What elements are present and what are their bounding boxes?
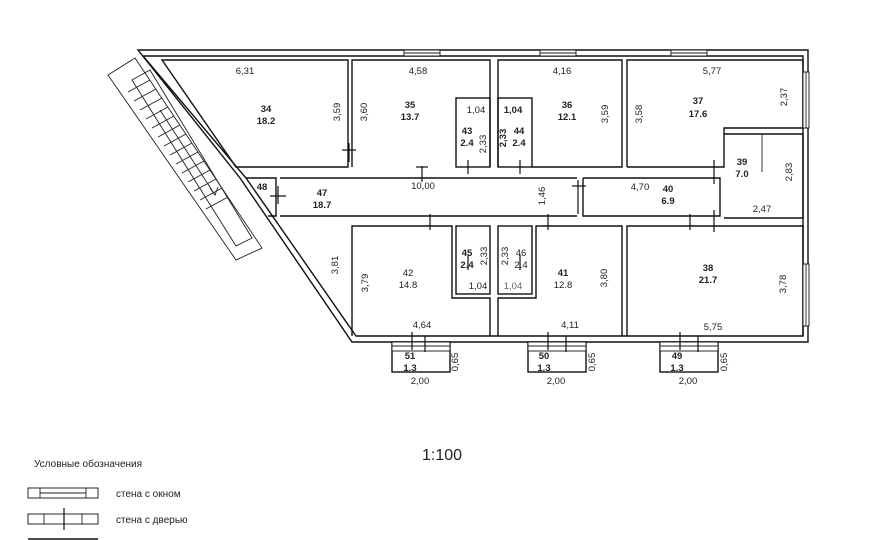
- room-48-walls: [246, 177, 277, 217]
- room-number: 39: [737, 157, 748, 168]
- room-42-walls: [351, 225, 491, 336]
- dimension: 3,58: [634, 105, 645, 124]
- dimension: 0,65: [450, 353, 461, 372]
- dimension: 2,00: [679, 376, 698, 387]
- legend-label-door: стена с дверью: [116, 515, 188, 526]
- dimension: 4,64: [413, 320, 432, 331]
- dimension: 6,31: [236, 66, 255, 77]
- room-area: 1.3: [670, 363, 683, 374]
- room-area: 6.9: [661, 196, 674, 207]
- dimension: 0,65: [719, 353, 730, 372]
- legend-door-symbol: [27, 508, 99, 530]
- room-number: 50: [539, 351, 550, 362]
- dimension: 4,11: [561, 320, 579, 331]
- room-number: 48: [257, 182, 268, 193]
- room-area: 18.2: [257, 116, 276, 127]
- room-number: 49: [672, 351, 683, 362]
- room-46-walls: [497, 225, 533, 295]
- room-area: 1.3: [537, 363, 550, 374]
- room-number: 45: [462, 248, 473, 259]
- room-area: 14.8: [399, 280, 418, 291]
- dimension: 3,80: [599, 269, 610, 288]
- room-area: 12.1: [558, 112, 577, 123]
- balconies: [391, 341, 719, 373]
- dimension: 2,33: [498, 129, 509, 148]
- room-area: 21.7: [699, 275, 718, 286]
- room-36-walls: [497, 59, 623, 168]
- dimension: 3,79: [360, 274, 371, 293]
- room-number: 51: [405, 351, 416, 362]
- room-number: 36: [562, 100, 573, 111]
- dimension: 1,04: [467, 105, 486, 116]
- legend-label-window: стена с окном: [116, 489, 181, 500]
- room-area: 13.7: [401, 112, 420, 123]
- room-number: 34: [261, 104, 272, 115]
- legend: Условные обозначения стена с окном стена…: [27, 458, 188, 540]
- room-area: 2.4: [514, 260, 527, 271]
- room-number: 41: [558, 268, 569, 279]
- room-number: 37: [693, 96, 704, 107]
- dimension: 3,59: [600, 105, 611, 124]
- room-area: 2.4: [460, 260, 474, 271]
- scale-label: 1:100: [422, 447, 462, 464]
- room-number: 47: [317, 188, 328, 199]
- room-area: 17.6: [689, 109, 708, 120]
- dimension: 2,33: [479, 247, 490, 266]
- dimension: 0,65: [587, 353, 598, 372]
- dimension: 4,70: [631, 182, 650, 193]
- dimension: 3,78: [778, 275, 789, 294]
- dimension: 1,04: [469, 281, 488, 292]
- room-39-walls: [724, 133, 804, 219]
- room-area: 12.8: [554, 280, 573, 291]
- dimension: 2,33: [478, 135, 489, 154]
- doors: [270, 143, 715, 352]
- dimension: 4,58: [409, 66, 428, 77]
- dimension: 1,04: [504, 281, 523, 292]
- room-number: 42: [403, 268, 414, 279]
- legend-window-symbol: [27, 487, 99, 499]
- dimension: 10,00: [411, 181, 435, 192]
- room-area: 2.4: [460, 138, 474, 149]
- windows: [403, 49, 810, 327]
- legend-title: Условные обозначения: [34, 458, 142, 470]
- dimension: 5,75: [704, 322, 723, 333]
- dimension: 1,04: [504, 105, 523, 116]
- room-area: 7.0: [735, 169, 748, 180]
- dimension: 1,46: [537, 187, 548, 206]
- dimension: 3,59: [332, 103, 343, 122]
- dimension: 3,60: [359, 103, 370, 122]
- dimension: 2,00: [547, 376, 566, 387]
- room-number: 38: [703, 263, 714, 274]
- room-34-walls: [160, 59, 349, 168]
- room-number: 40: [663, 184, 674, 195]
- room-40-walls: [582, 177, 721, 217]
- staircase: [107, 57, 263, 261]
- room-43-walls: [455, 97, 491, 168]
- room-area: 18.7: [313, 200, 332, 211]
- room-area: 1.3: [403, 363, 416, 374]
- dimension: 2,33: [500, 247, 511, 266]
- dimension: 2,83: [784, 163, 795, 182]
- room-area: 2.4: [512, 138, 526, 149]
- dimension: 2,37: [779, 88, 790, 107]
- room-number: 44: [514, 126, 525, 137]
- dimension: 5,77: [703, 66, 722, 77]
- room-41-walls: [497, 225, 623, 336]
- dimension: 2,00: [411, 376, 430, 387]
- dimension: 3,81: [330, 256, 341, 275]
- dimension-labels: 6,31 3,59 4,58 3,60 1,04 2,33 1,04 2,33 …: [236, 66, 795, 387]
- room-number: 43: [462, 126, 473, 137]
- room-45-walls: [455, 225, 491, 295]
- room-number: 35: [405, 100, 416, 111]
- dimension: 2,47: [753, 204, 772, 215]
- dimension: 4,16: [553, 66, 572, 77]
- room-number: 46: [516, 248, 527, 259]
- room-labels: 34 18.2 35 13.7 36 12.1 37 17.6 38 21.7 …: [257, 96, 749, 374]
